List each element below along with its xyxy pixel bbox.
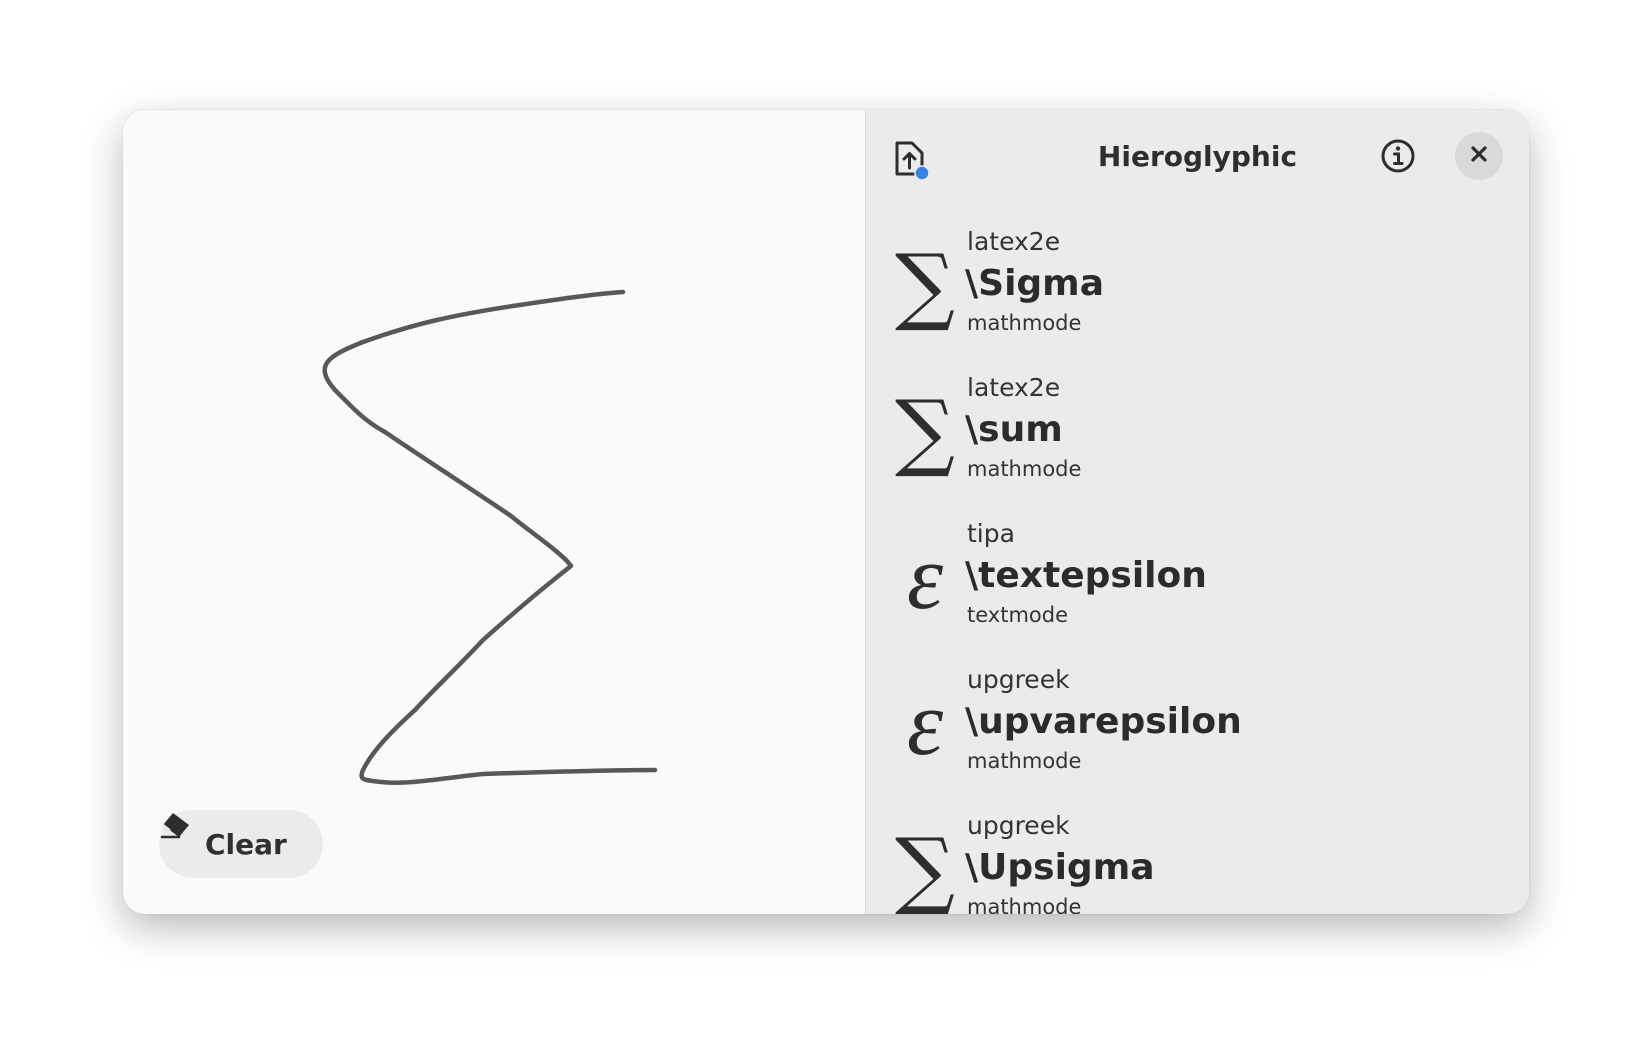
symbol-preview: ε: [906, 526, 944, 628]
clear-button[interactable]: Clear: [159, 810, 323, 878]
document-upload-icon: [892, 141, 932, 186]
info-button[interactable]: [1378, 136, 1418, 176]
list-item[interactable]: ε upgreek \upvarepsilon mathmode: [866, 665, 1529, 811]
command-name: \Upsigma: [965, 847, 1155, 888]
close-button[interactable]: [1455, 132, 1503, 180]
symbol-preview: ∑: [895, 382, 955, 480]
mode-label: mathmode: [967, 457, 1082, 481]
symbol-preview: ∑: [895, 236, 955, 334]
list-item[interactable]: ∑ latex2e \Sigma mathmode: [866, 227, 1529, 373]
pane-divider: [865, 110, 866, 914]
command-name: \upvarepsilon: [965, 701, 1242, 742]
package-name: latex2e: [967, 373, 1061, 402]
results-pane: Hieroglyphic ∑: [866, 110, 1529, 914]
list-item[interactable]: ∑ upgreek \Upsigma mathmode: [866, 811, 1529, 914]
app-window: Clear Hieroglyphic: [123, 110, 1529, 914]
command-name: \Sigma: [965, 263, 1104, 304]
drawn-stroke: [322, 289, 658, 785]
mode-label: mathmode: [967, 895, 1082, 914]
clear-button-label: Clear: [205, 827, 287, 861]
close-icon: [1468, 143, 1490, 170]
symbol-preview: ε: [906, 672, 944, 774]
drawing-canvas[interactable]: Clear: [123, 110, 865, 914]
package-name: latex2e: [967, 227, 1061, 256]
header-bar: Hieroglyphic: [866, 110, 1529, 210]
list-item[interactable]: ∑ latex2e \sum mathmode: [866, 373, 1529, 519]
mode-label: mathmode: [967, 749, 1082, 773]
mode-label: mathmode: [967, 311, 1082, 335]
symbol-preview: ∑: [895, 820, 955, 914]
info-icon: [1378, 139, 1418, 180]
list-item[interactable]: ε tipa \textepsilon textmode: [866, 519, 1529, 665]
command-name: \sum: [965, 409, 1063, 450]
package-name: upgreek: [967, 811, 1070, 840]
command-name: \textepsilon: [965, 555, 1207, 596]
window-title: Hieroglyphic: [1097, 140, 1298, 173]
upload-button[interactable]: [892, 138, 932, 182]
results-list: ∑ latex2e \Sigma mathmode ∑ latex2e \sum…: [866, 227, 1529, 914]
mode-label: textmode: [967, 603, 1069, 627]
package-name: upgreek: [967, 665, 1070, 694]
package-name: tipa: [967, 519, 1015, 548]
